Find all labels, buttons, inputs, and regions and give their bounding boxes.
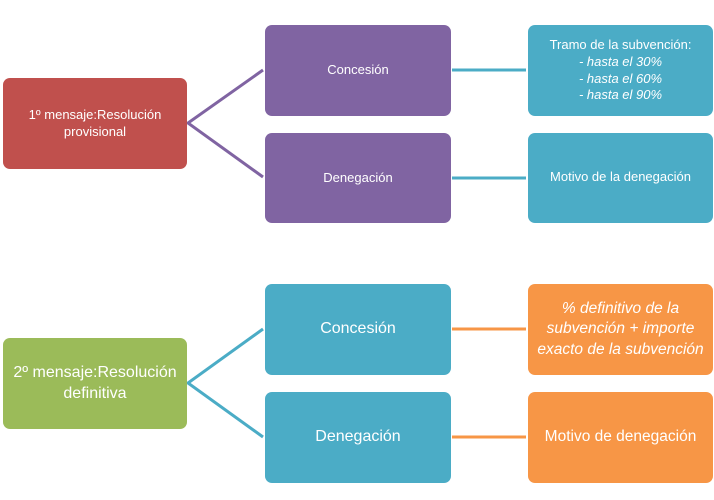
node-g1-tramo-subvencion: Tramo de la subvención: - hasta el 30% -… bbox=[528, 25, 713, 116]
node-g2-concesion: Concesión bbox=[265, 284, 451, 375]
node-item: - hasta el 90% bbox=[578, 87, 663, 103]
node-item: - hasta el 30% bbox=[578, 53, 663, 69]
connector-g1-root-to-concesion bbox=[185, 68, 264, 179]
node-g1-denegacion: Denegación bbox=[265, 133, 451, 223]
node-resolucion-provisional: 1º mensaje:Resolución provisional bbox=[3, 78, 187, 169]
node-label-line1: 1º mensaje:Resolución bbox=[28, 106, 162, 122]
node-label: Denegación bbox=[323, 169, 393, 185]
node-title: Tramo de la subvención: bbox=[549, 36, 692, 52]
connector-g2-root-to-branches bbox=[185, 327, 264, 439]
node-g1-motivo-denegacion: Motivo de la denegación bbox=[528, 133, 713, 223]
node-label: Concesión bbox=[327, 62, 389, 78]
node-label: Motivo de la denegación bbox=[550, 169, 691, 184]
node-g1-concesion: Concesión bbox=[265, 25, 451, 116]
node-label: Motivo de denegación bbox=[544, 428, 697, 446]
node-g2-denegacion: Denegación bbox=[265, 392, 451, 483]
node-resolucion-definitiva: 2º mensaje:Resolución definitiva bbox=[3, 338, 187, 429]
node-label-line1: 2º mensaje:Resolución bbox=[13, 363, 177, 381]
node-label-line2: provisional bbox=[63, 123, 127, 139]
node-label: Denegación bbox=[315, 428, 401, 446]
node-label-line2: definitiva bbox=[63, 384, 127, 402]
node-label: Concesión bbox=[320, 320, 396, 338]
node-g2-importe-subvencion: % definitivo de la subvención + importe … bbox=[528, 284, 713, 375]
node-label: % definitivo de la subvención + importe … bbox=[537, 300, 704, 358]
node-g2-motivo-denegacion: Motivo de denegación bbox=[528, 392, 713, 483]
node-item: - hasta el 60% bbox=[578, 70, 663, 86]
